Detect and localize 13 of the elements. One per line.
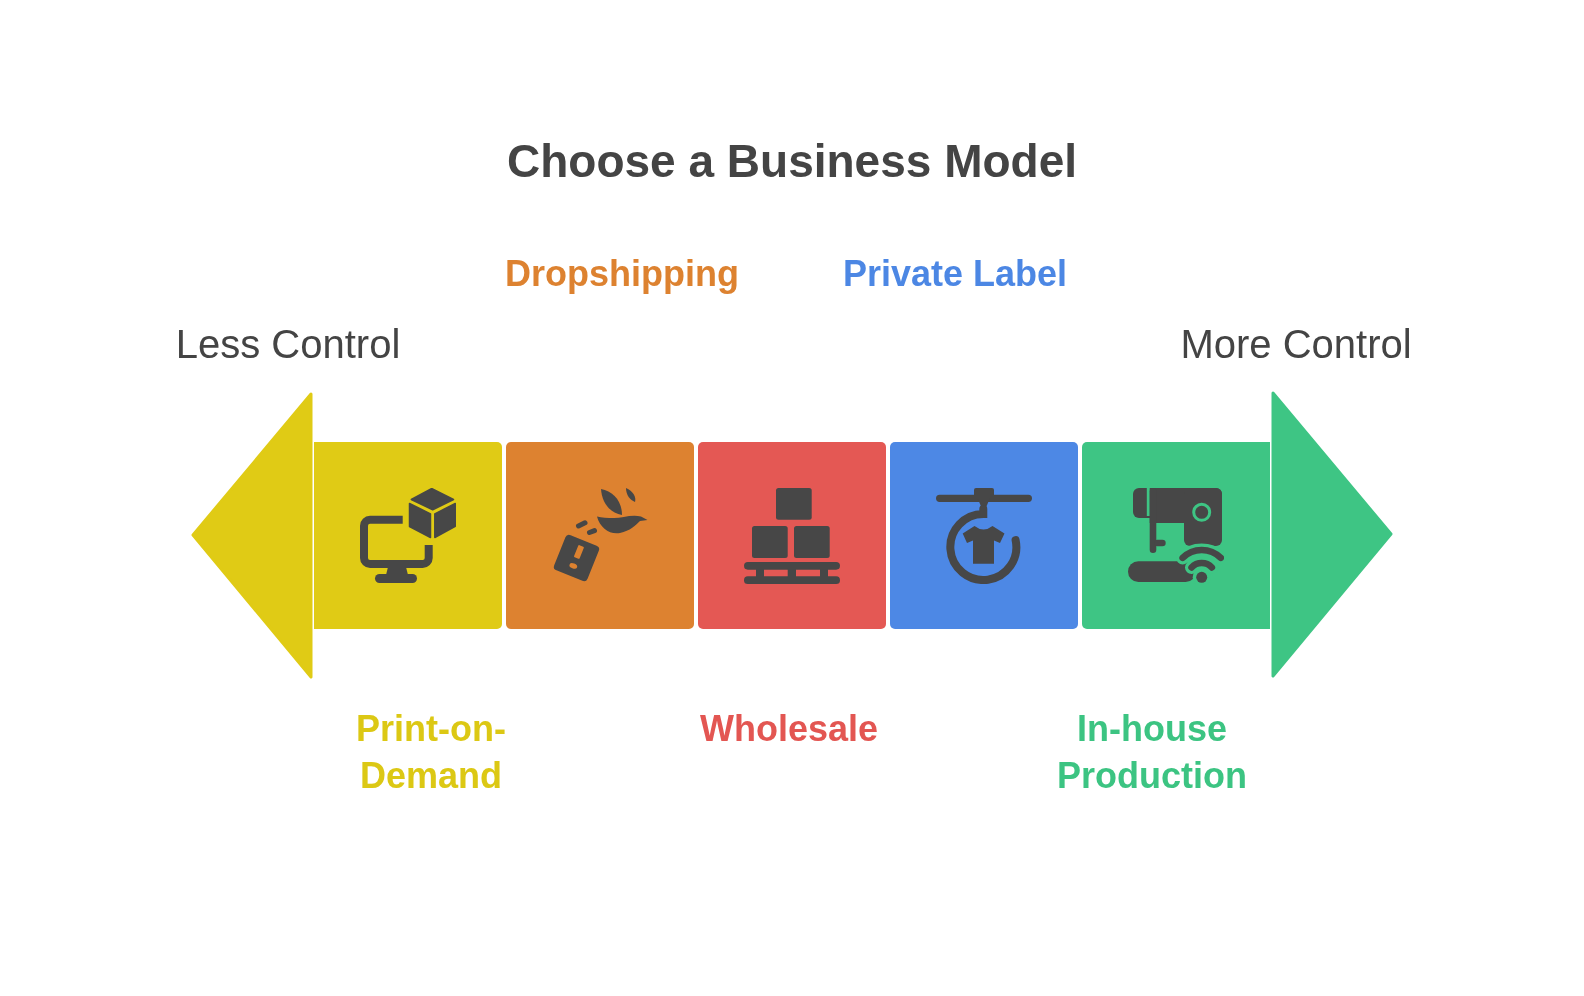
axis-end-label: More Control <box>1180 321 1412 368</box>
model-tile <box>698 442 886 629</box>
model-label: Wholesale <box>699 707 879 751</box>
model-label: Private Label <box>842 252 1068 296</box>
diagram-title: Choose a Business Model <box>507 134 1077 189</box>
model-tile <box>1082 442 1270 629</box>
model-label: Print-on-Demand <box>355 707 507 798</box>
axis-end-label: Less Control <box>175 321 401 368</box>
model-tile <box>506 442 694 629</box>
model-label: Dropshipping <box>505 252 739 296</box>
model-tile <box>890 442 1078 629</box>
model-label: In-house Production <box>1056 707 1248 798</box>
model-tile <box>314 442 502 629</box>
